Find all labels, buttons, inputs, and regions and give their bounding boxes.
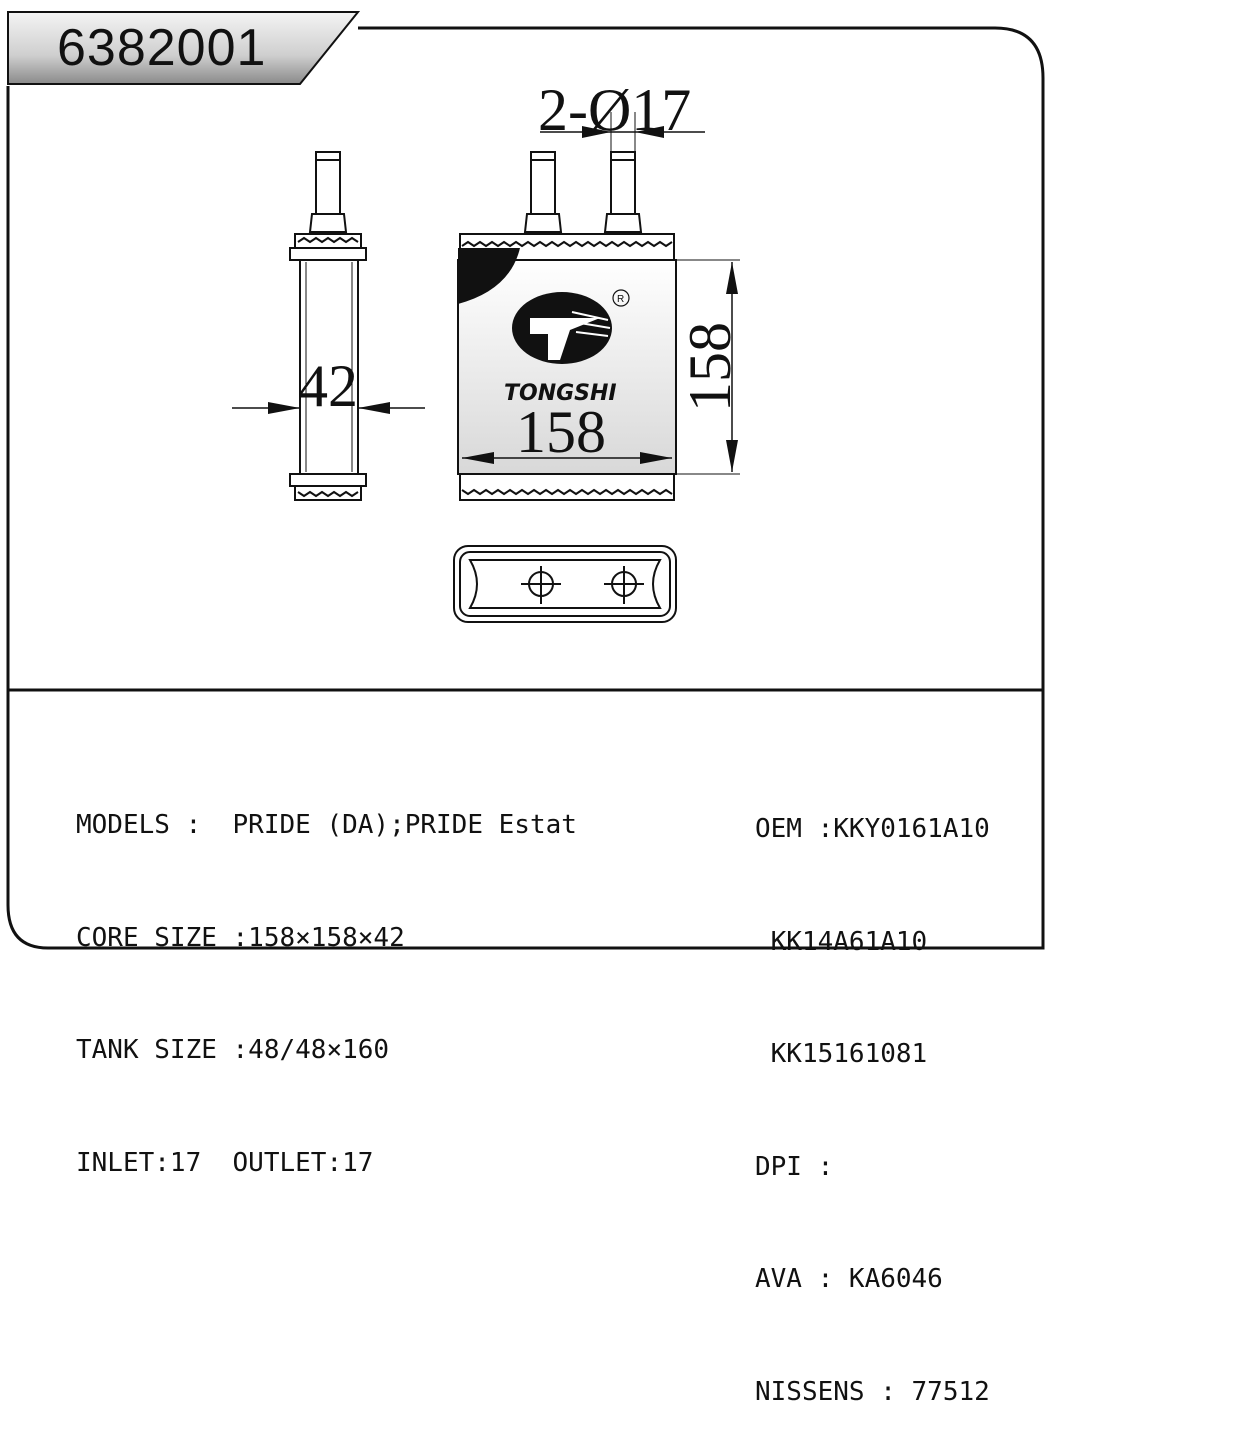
core-corner-mark — [458, 248, 520, 304]
spec-oem-2: KK14A61A10 — [755, 926, 928, 957]
pipe-dimension-label: 2-Ø17 — [538, 77, 691, 143]
side-view — [232, 151, 425, 501]
spec-models: MODELS : PRIDE (DA);PRIDE Estat — [76, 810, 577, 840]
spec-inlet-outlet: INLET:17 OUTLET:17 — [76, 1147, 374, 1178]
spec-ava: AVA : KA6046 — [755, 1264, 943, 1294]
spec-tank-size: TANK SIZE :48/48×160 — [76, 1035, 390, 1065]
spec-core-size: CORE SIZE :158×158×42 — [76, 922, 405, 953]
height-dimension-label: 158 — [677, 322, 743, 412]
spec-oem-3: KK15161081 — [755, 1039, 928, 1069]
part-number: 6382001 — [57, 19, 267, 77]
svg-text:R: R — [617, 294, 624, 305]
bottom-view — [453, 545, 677, 623]
spec-right-block: OEM :KKY0161A10 KK14A61A10 KK15161081 DP… — [755, 736, 990, 1449]
spec-dpi: DPI : — [755, 1151, 834, 1182]
width-dimension-label: 158 — [516, 399, 606, 465]
spec-oem: OEM :KKY0161A10 — [755, 814, 990, 844]
part-number-tab — [7, 11, 361, 85]
front-view — [457, 151, 677, 501]
spec-left-block: MODELS : PRIDE (DA);PRIDE Estat CORE SIZ… — [76, 732, 577, 1220]
brand-name: TONGSHI — [504, 381, 617, 406]
depth-dimension-label: 42 — [298, 353, 358, 419]
tongshi-logo-icon — [512, 292, 612, 364]
spec-nissens: NISSENS : 77512 — [755, 1376, 990, 1407]
drawing-frame: 42 2-Ø17 158 158 R T — [6, 11, 1045, 950]
